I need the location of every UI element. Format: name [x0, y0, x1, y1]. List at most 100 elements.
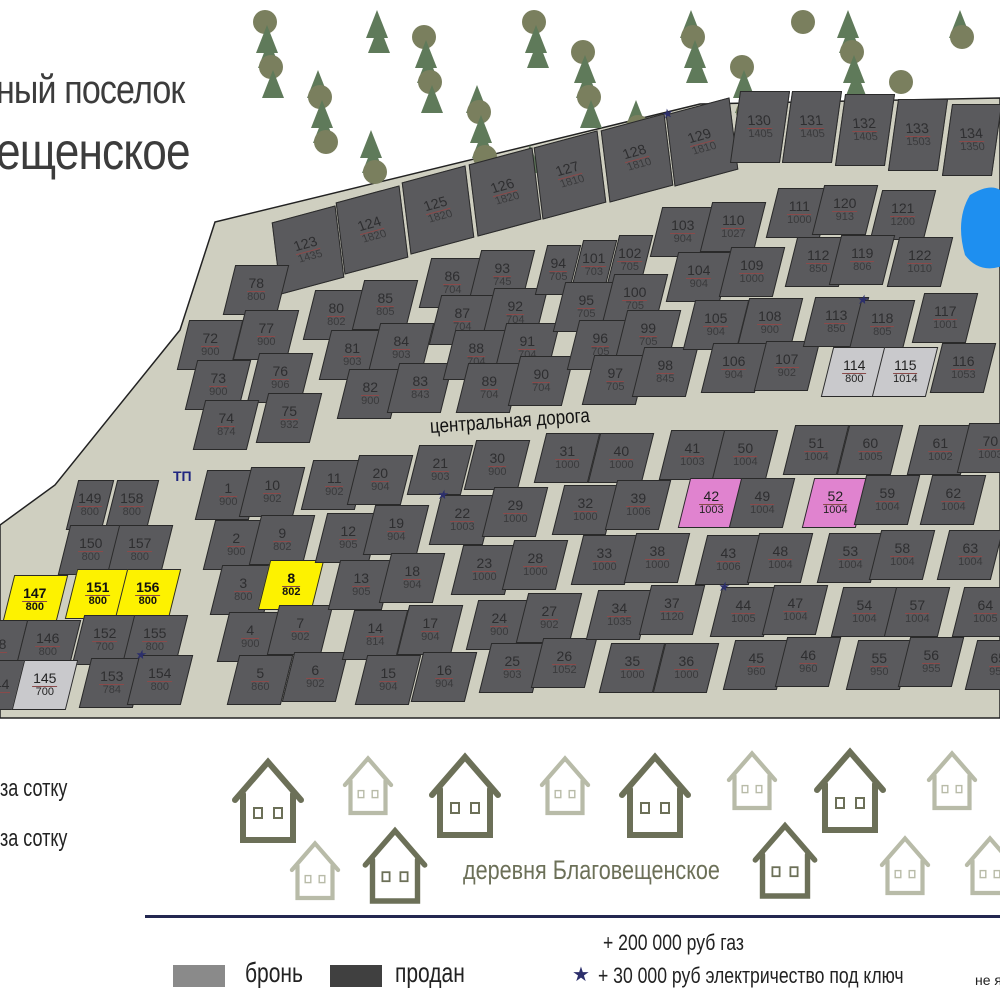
plot-number: 57: [904, 597, 930, 615]
tree-icon: [577, 85, 601, 109]
plot-number: 84: [391, 333, 411, 351]
plot-area: 900: [760, 324, 780, 337]
plot-number: 132: [850, 115, 878, 133]
plot-area: 806: [852, 261, 872, 274]
plot-number: 113: [823, 307, 849, 325]
plot-number: 105: [703, 310, 729, 328]
plot-area: 903: [502, 669, 522, 682]
plot-number: 35: [619, 653, 645, 671]
house-icon: [362, 826, 428, 904]
plot-number: 87: [452, 305, 472, 323]
plot-area: 904: [420, 631, 440, 644]
plot-area: 1000: [619, 669, 645, 682]
plot-number: 39: [625, 490, 651, 508]
plot-area: 800: [38, 646, 58, 659]
plot-area: 850: [808, 263, 828, 276]
plot-number: 112: [805, 247, 831, 265]
plot-area: 1000: [554, 459, 580, 472]
house-icon: [342, 755, 394, 816]
plot-number: 103: [670, 217, 696, 235]
plot-area: 904: [673, 233, 693, 246]
tree-icon: [467, 100, 491, 124]
plot-area: 800: [81, 551, 101, 564]
plot-area: 1004: [851, 613, 877, 626]
plot-area: 900: [489, 626, 509, 639]
plot-area: 905: [351, 586, 371, 599]
plot-number: 28: [522, 550, 548, 568]
tree-icon: [791, 10, 815, 34]
plot-number: 148: [0, 636, 8, 653]
plot-area: 1004: [874, 501, 900, 514]
plot-number: 5: [250, 665, 270, 683]
plot-number: 116: [950, 353, 976, 371]
plot-number: 11: [324, 470, 344, 488]
plot-number: 109: [739, 257, 765, 275]
plot-number: 93: [492, 260, 512, 278]
plot-area: 903: [430, 471, 450, 484]
plot-number: 34: [606, 600, 632, 618]
lake-icon: [961, 187, 1000, 269]
plot-number: 146: [35, 630, 61, 648]
plot-number: 25: [502, 653, 522, 671]
house-icon: [752, 821, 818, 899]
plot-area: 902: [539, 619, 559, 632]
plot-area: 955: [921, 663, 941, 676]
plot-number: 15: [378, 665, 398, 683]
tree-icon: [684, 40, 706, 68]
plot-area: 900: [208, 386, 228, 399]
plot-area: 1120: [660, 611, 684, 624]
plot-number: 108: [757, 308, 783, 326]
plot-area: 1000: [502, 513, 528, 526]
plot-area: 902: [305, 678, 325, 691]
plot-number: 92: [505, 298, 525, 316]
plot-area: 1350: [959, 141, 986, 154]
price-per-sotka-2: за сотку: [0, 825, 68, 852]
plot-area: 1010: [907, 263, 933, 276]
plot-number: 70: [977, 433, 1000, 451]
house-icon: [814, 747, 886, 833]
plot-number: 26: [551, 648, 577, 666]
tree-icon: [418, 70, 442, 94]
plot-area: 903: [342, 356, 362, 369]
tree-icon: [525, 25, 547, 53]
plot-number: 134: [957, 125, 985, 143]
plot-number: 110: [720, 212, 746, 230]
tree-icon: [360, 130, 382, 158]
plot-number: 145: [32, 670, 58, 688]
plot-area: 1027: [720, 228, 746, 241]
